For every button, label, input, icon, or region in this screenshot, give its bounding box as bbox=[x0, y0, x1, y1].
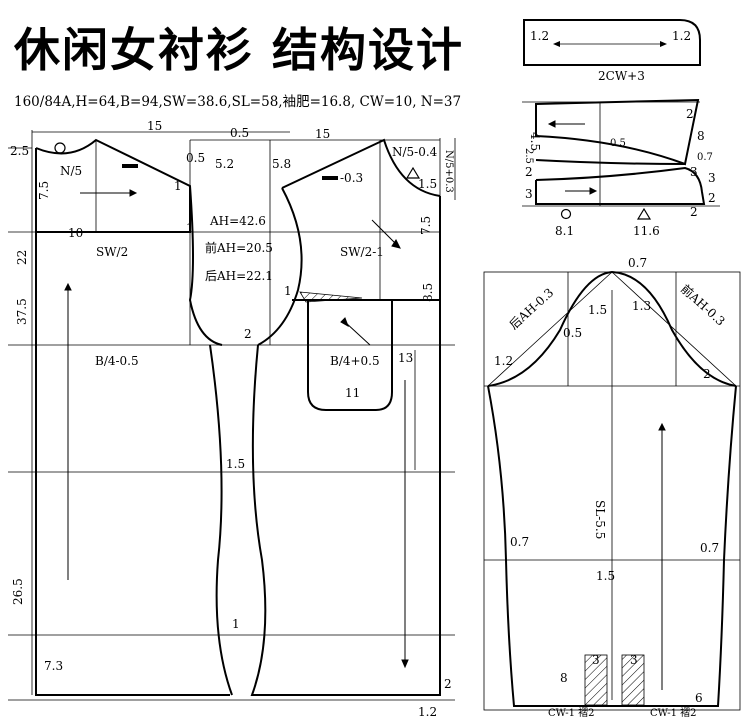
label-armhole-back: 后AH=22.1 bbox=[205, 269, 273, 283]
label-front-width: 15 bbox=[315, 127, 330, 141]
sleeve-cap-left-12: 1.2 bbox=[494, 354, 513, 368]
label-front-pocket-depth: 8.5 bbox=[421, 283, 435, 302]
label-yoke-shift-1: 1 bbox=[174, 179, 182, 193]
cuff-mid-height-b: 2 bbox=[525, 165, 533, 179]
sleeve-slit-3a: 3 bbox=[592, 653, 600, 667]
sleeve-outline bbox=[487, 270, 737, 707]
label-front-shoulder-adj: -0.3 bbox=[340, 171, 363, 185]
sleeve-elbow: 1.5 bbox=[596, 569, 615, 583]
label-back-shoulder-drop-b: 5.2 bbox=[215, 157, 234, 171]
notch-marks bbox=[122, 164, 338, 180]
sleeve-cap-top: 0.7 bbox=[628, 256, 647, 270]
cuff-width-back: 8.1 bbox=[555, 224, 574, 238]
sleeve-guide-lines bbox=[483, 271, 741, 711]
cuff-labels: 4.5 2.5 2 3 0.5 2 8 0.7 3 3 2 2 8.1 11.6 bbox=[523, 107, 716, 238]
sleeve-cap-right-2: 2 bbox=[703, 367, 711, 381]
sleeve-hem-6: 6 bbox=[695, 691, 703, 705]
spec-line: 160/84A,H=64,B=94,SW=38.6,SL=58,袖肥=16.8,… bbox=[14, 94, 462, 110]
body-labels: 15 15 0.5 2.5 N/5 N/5-0.4 N/5+0.3 0.5 5.… bbox=[10, 119, 454, 717]
cuff-mid-height-a: 2.5 bbox=[523, 148, 534, 164]
cuff-bottom-height: 3 bbox=[525, 187, 533, 201]
label-hem-back: 7.3 bbox=[44, 659, 63, 673]
label-armhole-total: AH=42.6 bbox=[209, 214, 266, 228]
label-bottom-offset: 1.2 bbox=[418, 705, 437, 717]
label-back-bust: B/4-0.5 bbox=[95, 354, 139, 368]
front-bodice-outline bbox=[250, 138, 441, 696]
label-armhole-bottom: 2 bbox=[244, 327, 252, 341]
cuff-width-front: 11.6 bbox=[633, 224, 660, 238]
label-hem-side-1: 1 bbox=[232, 617, 240, 631]
sleeve-right-07: 0.7 bbox=[700, 541, 719, 555]
cuff-right-07: 0.7 bbox=[697, 152, 713, 163]
circle-marker-icon bbox=[560, 208, 572, 220]
sleeve-back-ah: 后AH-0.3 bbox=[507, 286, 557, 333]
cuff-right-3b: 3 bbox=[708, 171, 716, 185]
label-gap: 0.5 bbox=[230, 126, 249, 140]
sleeve-slit-8: 8 bbox=[560, 671, 568, 685]
cuff-right-8: 8 bbox=[697, 129, 705, 143]
sleeve-length: SL-5.5 bbox=[593, 500, 607, 539]
cuff-curve-offset: 0.5 bbox=[610, 138, 626, 149]
label-front-yoke-depth: 7.5 bbox=[419, 216, 433, 235]
sleeve-hem-label-left: CW-1 褶2 bbox=[548, 706, 594, 717]
label-armhole-front: 前AH=20.5 bbox=[205, 240, 273, 255]
label-pocket-depth: 13 bbox=[398, 351, 413, 365]
cuff-piece bbox=[522, 98, 720, 207]
label-chest-line-depth: 37.5 bbox=[15, 298, 29, 325]
cuff-bottom-2: 2 bbox=[690, 205, 698, 219]
back-bodice-outline bbox=[35, 138, 233, 696]
label-yoke-shift-2: 1 bbox=[186, 221, 194, 235]
sleeve-left-07: 0.7 bbox=[510, 535, 529, 549]
label-front-neck-depth: N/5+0.3 bbox=[443, 150, 454, 193]
collar-length-label: 2CW+3 bbox=[598, 69, 645, 83]
cuff-right-2-top: 2 bbox=[686, 107, 694, 121]
hatched-dart bbox=[299, 291, 363, 303]
sleeve-slit-3b: 3 bbox=[630, 653, 638, 667]
label-back-shoulder-drop: 0.5 bbox=[186, 151, 205, 165]
label-back-shoulder-width: SW/2 bbox=[96, 245, 128, 259]
collar-piece: 1.2 1.2 2CW+3 bbox=[523, 19, 701, 83]
collar-right-label: 1.2 bbox=[672, 29, 691, 43]
cuff-top-height: 4.5 bbox=[528, 132, 542, 151]
label-hem-length: 26.5 bbox=[11, 578, 25, 605]
label-back-neck-width: N/5 bbox=[60, 164, 82, 178]
sleeve-slit-hatching bbox=[584, 654, 645, 706]
label-hem-front-2: 2 bbox=[444, 677, 452, 691]
label-front-bust: B/4+0.5 bbox=[330, 354, 380, 368]
sleeve-cap-back-15: 1.5 bbox=[588, 303, 607, 317]
label-waist-suppression: 1.5 bbox=[226, 457, 245, 471]
label-back-yoke-depth: 7.5 bbox=[37, 181, 51, 200]
label-front-side-1: 1 bbox=[284, 284, 292, 298]
label-armhole-depth: 22 bbox=[15, 250, 29, 265]
label-back-neck-depth: 2.5 bbox=[10, 144, 29, 158]
label-back-width: 15 bbox=[147, 119, 162, 133]
label-front-shoulder-drop: 5.8 bbox=[272, 157, 291, 171]
body-guide-lines bbox=[8, 130, 456, 701]
sleeve-hem-label-right: CW-1 褶2 bbox=[650, 706, 696, 717]
label-front-shoulder-width: SW/2-1 bbox=[340, 245, 384, 259]
triangle-marker-icon bbox=[636, 207, 652, 220]
page-title: 休闲女衬衫 结构设计 bbox=[14, 23, 465, 77]
cuff-right-2-bottom: 2 bbox=[708, 191, 716, 205]
label-front-neck-width: N/5-0.4 bbox=[392, 145, 438, 159]
sleeve-front-ah: 前AH-0.3 bbox=[678, 281, 728, 328]
cuff-right-3a: 3 bbox=[690, 165, 698, 179]
grain-arrow-icon bbox=[64, 189, 409, 669]
grain-arrow-icon bbox=[658, 422, 666, 690]
sleeve-labels: 0.7 后AH-0.3 前AH-0.3 1.5 0.5 1.3 1.2 2 SL… bbox=[494, 256, 728, 717]
collar-left-label: 1.2 bbox=[530, 29, 549, 43]
circle-marker-icon bbox=[54, 142, 66, 154]
triangle-marker-icon bbox=[405, 166, 421, 179]
label-front-neck-offset: 1.5 bbox=[418, 177, 437, 191]
sleeve-cap-front-13: 1.3 bbox=[632, 299, 651, 313]
label-back-yoke-line: 10 bbox=[68, 226, 83, 240]
sleeve-cap-back-05: 0.5 bbox=[563, 326, 582, 340]
label-pocket-width: 11 bbox=[345, 386, 360, 400]
